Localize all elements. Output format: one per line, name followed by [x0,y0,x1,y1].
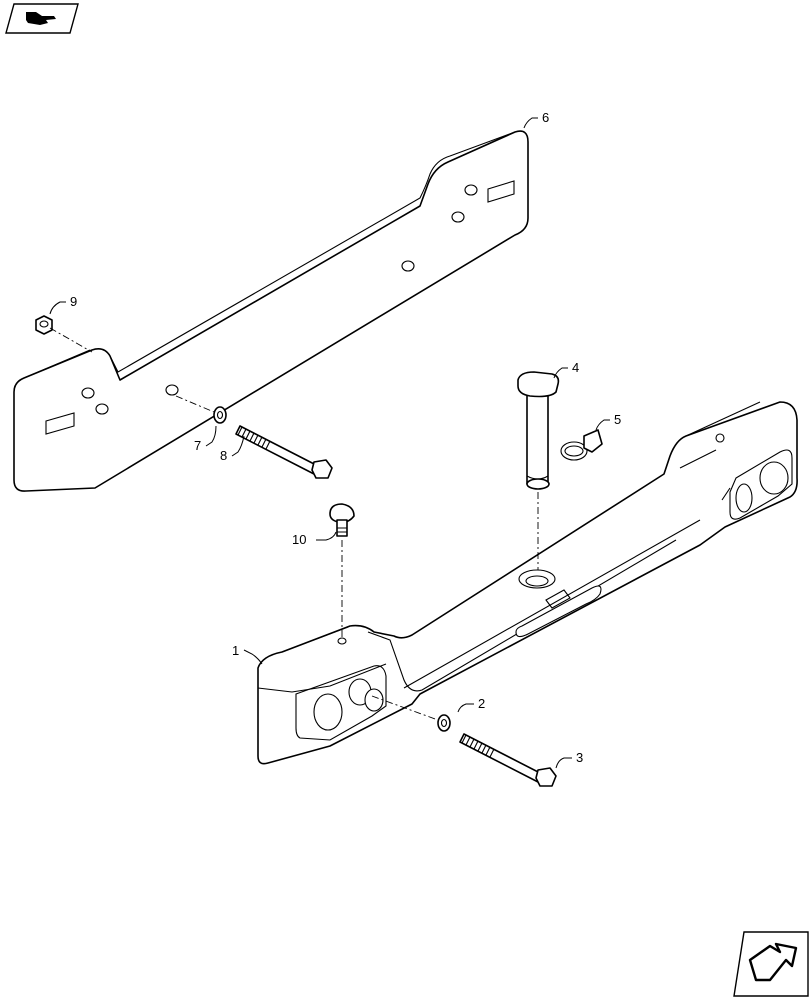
upper-weight-plate [13,130,529,492]
upper-bolt-thread [237,426,271,450]
pin-groove [526,475,549,480]
bar-pin-bore-inner [525,575,549,587]
callout-1: 1 [232,643,239,658]
lower-bolt-thread [461,734,495,758]
lower-bolt-head [535,767,557,787]
leader-5 [595,419,610,431]
bar-slot-groove [545,589,571,609]
plate-slot [487,180,515,203]
pin [517,371,560,490]
bar-left-pocket [295,665,387,741]
leader-2 [457,703,474,713]
pin-tip [526,478,550,490]
leader-8 [231,435,245,457]
carriage-bolt-head [329,503,355,524]
callout-leaders [49,117,610,769]
callout-3: 3 [576,750,583,765]
leader-9 [49,301,66,315]
bar-left-bore [364,688,384,712]
leader-10 [316,531,337,541]
leader-4 [553,367,568,379]
plate-hole [165,384,179,396]
counterweight-bar [257,401,798,765]
bar-right-bore [759,461,789,495]
plate-hole [464,184,478,196]
nut-hole [39,320,49,328]
callout-2: 2 [478,696,485,711]
bar-top-edge [281,401,761,692]
lynch-pin-body [583,429,603,453]
bar-right-bore [735,483,753,513]
bar-pin-bore [518,569,556,589]
upper-bolt-head [311,459,333,479]
leader-6 [523,117,538,129]
callout-7: 7 [194,438,201,453]
center-line [175,395,215,413]
pin-shaft [526,389,549,488]
plate-front-face [13,130,529,492]
plate-hole [451,211,465,223]
washer-outer [213,406,227,424]
lower-washer [437,714,451,732]
nut-body [35,315,53,335]
pin-head [517,371,560,398]
carriage-bolt-thread [337,527,347,533]
upper-washer [213,406,227,424]
lynch-pin-ring-inner [564,445,584,457]
callout-9: 9 [70,294,77,309]
callout-5: 5 [614,412,621,427]
washer-inner [440,718,448,728]
washer-outer [437,714,451,732]
leader-1 [243,649,263,665]
center-lines [49,327,539,721]
next-page-arrow-icon[interactable] [733,931,809,997]
carriage-bolt [329,503,355,537]
bar-top-hole [715,433,725,443]
callout-4: 4 [572,360,579,375]
plate-hole [81,387,95,399]
callout-numbers: 1 2 3 4 5 6 7 8 9 10 [70,110,621,765]
center-line [371,695,439,721]
plate-hole [401,260,415,272]
callout-6: 6 [542,110,549,125]
callout-10: 10 [292,532,306,547]
lower-hex-bolt [459,733,557,787]
plate-slot [45,412,75,435]
leader-7 [205,425,217,447]
bar-left-bore [313,693,343,731]
washer-inner [216,410,224,420]
nut [35,315,53,335]
callout-8: 8 [220,448,227,463]
lynch-pin [560,429,603,461]
lynch-pin-ring [560,441,588,461]
bar-top-hole [337,637,347,645]
plate-hole [95,403,109,415]
center-line [49,327,93,353]
leader-3 [555,757,572,769]
upper-hex-bolt [235,425,333,479]
plate-top-edge [23,131,516,379]
bar-right-pocket [729,449,793,520]
hand-pointing-right-icon[interactable] [5,3,79,34]
bar-long-slot [515,585,602,638]
